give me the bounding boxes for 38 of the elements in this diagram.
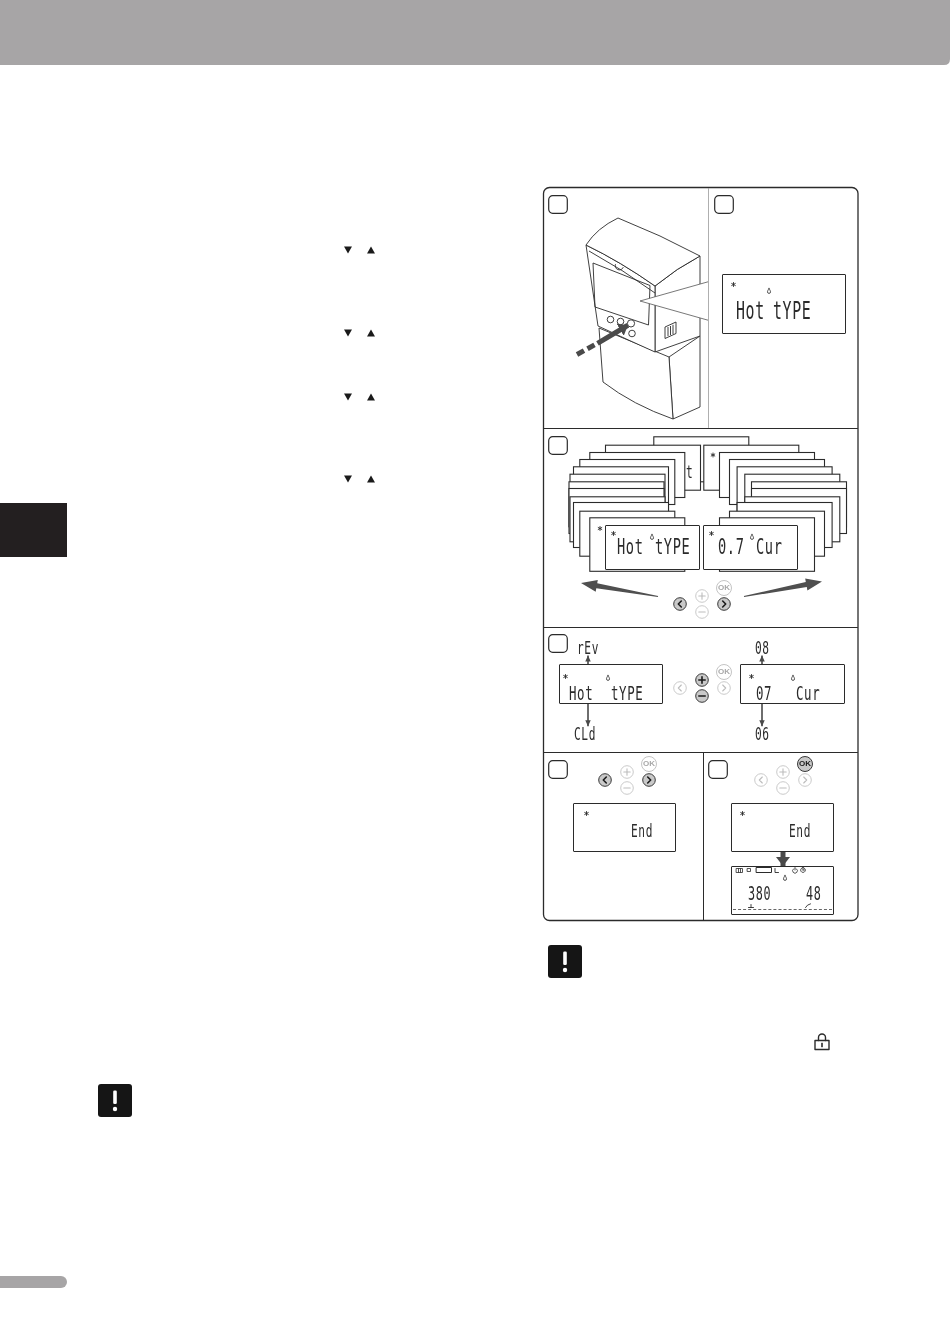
ok-key: OK (716, 664, 732, 680)
display-reading: 07 (756, 684, 773, 702)
ok-key: OK (716, 580, 732, 596)
ok-key: OK (641, 756, 657, 772)
display-reading: tYPE (773, 300, 812, 322)
display-reading: tYPE (655, 538, 691, 558)
keypad-button (626, 319, 636, 328)
display-reading: End (789, 822, 812, 838)
lcd-display (731, 803, 834, 852)
lcd-display (722, 274, 846, 334)
option-value: 08 (755, 640, 770, 656)
display-reading: Hot (569, 684, 594, 702)
display-reading: 380 (747, 885, 772, 902)
lcd-display (573, 803, 676, 852)
arrow (585, 703, 591, 728)
lcd-display (559, 664, 663, 704)
option-value: 06 (755, 726, 770, 742)
display-reading: Cur (756, 538, 783, 558)
display-reading: Hot (736, 300, 766, 322)
display-reading: Hot (617, 538, 644, 558)
display-reading: 48 (806, 885, 822, 902)
lcd-display (703, 525, 798, 570)
arrow (759, 654, 765, 665)
arrow (585, 654, 591, 665)
option-value: CLd (574, 726, 596, 742)
arrow (759, 703, 765, 728)
option-value: rEv (577, 640, 599, 656)
lcd-display (731, 866, 834, 915)
display-reading: End (631, 822, 654, 838)
arrow (778, 852, 788, 866)
lcd-display (605, 525, 700, 570)
display-reading: Cur (796, 684, 821, 702)
display-reading: tYPE (611, 684, 644, 702)
ok-key: OK (797, 756, 813, 772)
display-reading: 0.7 (718, 538, 745, 558)
arrow (574, 322, 631, 357)
lcd-display (740, 664, 845, 704)
display-reading: t (685, 464, 693, 480)
